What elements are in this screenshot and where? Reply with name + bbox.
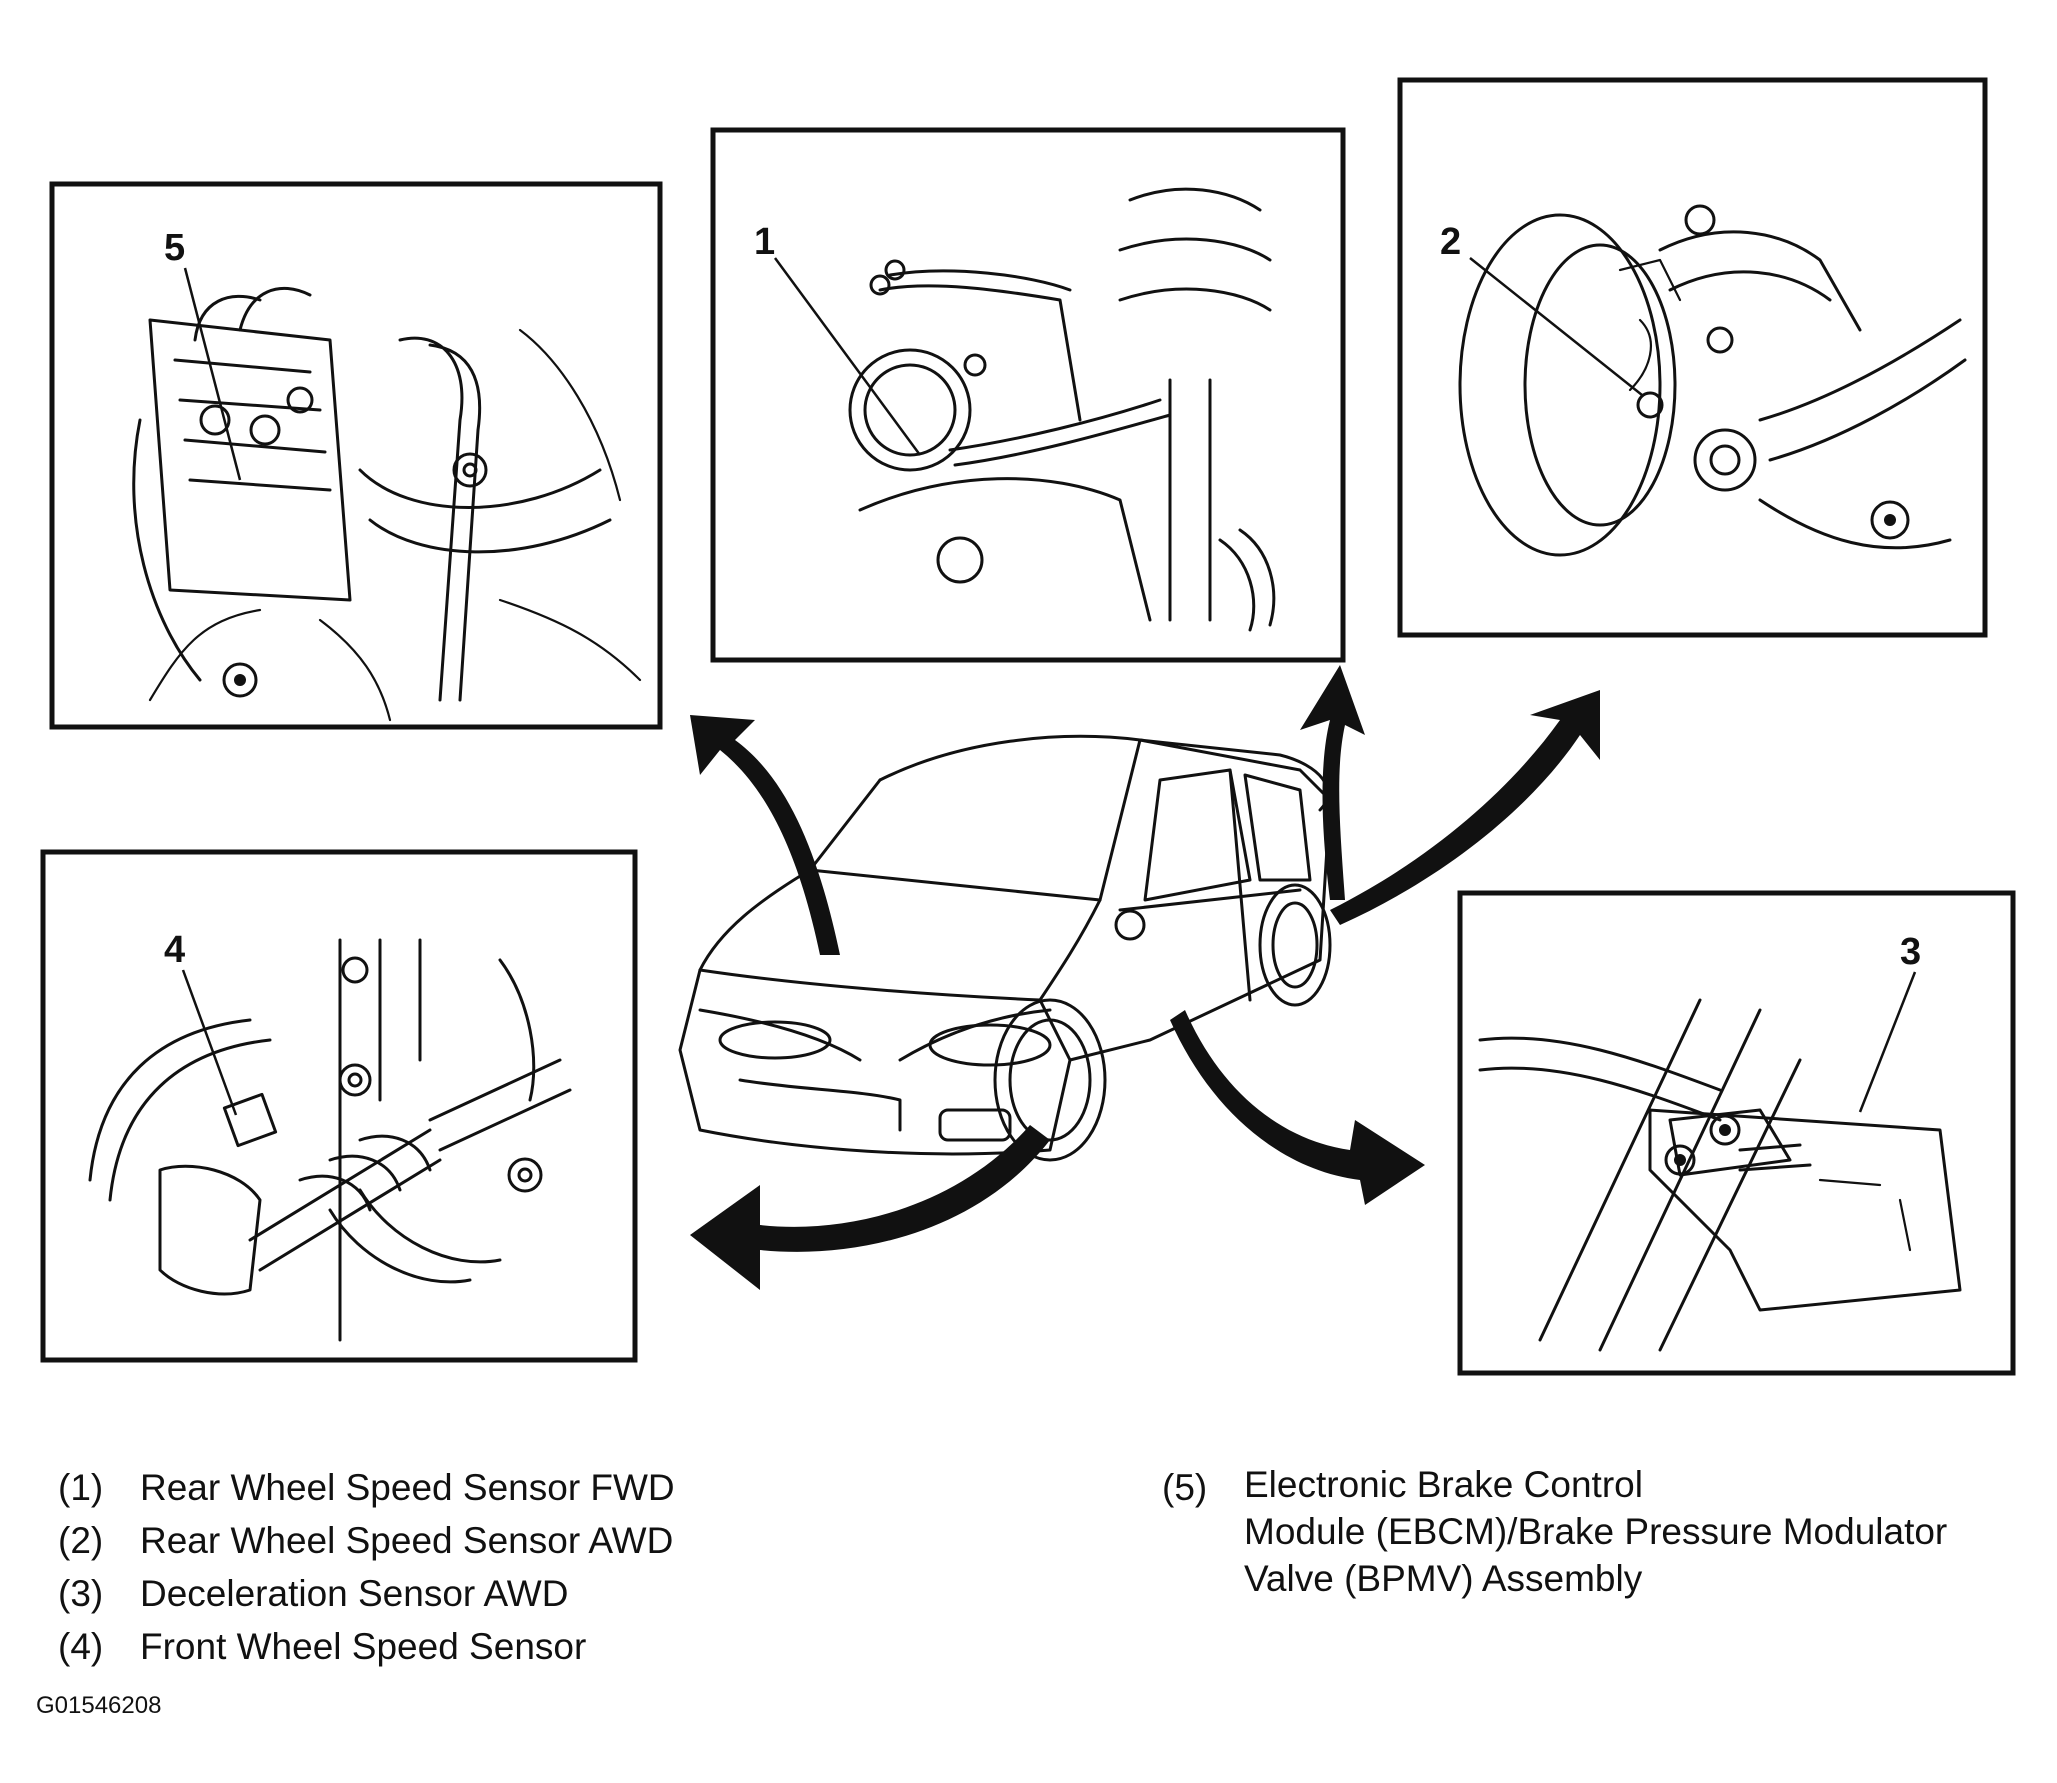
legend-right-column: (5) Electronic Brake Control Module (EBC… [1162, 1461, 1947, 1602]
legend-left-column: (1) Rear Wheel Speed Sensor FWD (2) Rear… [58, 1461, 675, 1673]
legend-code: (5) [1162, 1467, 1208, 1508]
legend-text: Front Wheel Speed Sensor [140, 1626, 587, 1667]
locator-arrows [690, 665, 1600, 1290]
callout-1: 1 [754, 221, 775, 263]
legend-code: (1) [58, 1467, 104, 1508]
legend-item-3: (3) Deceleration Sensor AWD [58, 1567, 675, 1620]
callout-4: 4 [164, 929, 185, 971]
awd-sensor-illustration [1458, 204, 1967, 557]
figure-id: G01546208 [36, 1692, 162, 1719]
legend-text-line: Module (EBCM)/Brake Pressure Modulator [1244, 1511, 1948, 1552]
legend-code: (2) [58, 1520, 104, 1561]
panel-ebcm-bpmv: 5 [49, 181, 663, 730]
decel-sensor-illustration [1478, 998, 1962, 1352]
legend-text-multiline: Electronic Brake Control Module (EBCM)/B… [1244, 1461, 1947, 1602]
legend-text-line: Valve (BPMV) Assembly [1244, 1558, 1643, 1599]
panel-rear-sensor-awd: 2 [1397, 77, 1988, 638]
legend-item-5: (5) Electronic Brake Control Module (EBC… [1162, 1461, 1947, 1602]
component-locator-diagram: 5 1 [40, 77, 2016, 1376]
legend-text: Rear Wheel Speed Sensor FWD [140, 1467, 675, 1508]
legend-text-line: Electronic Brake Control [1244, 1464, 1643, 1505]
legend-text: Rear Wheel Speed Sensor AWD [140, 1520, 674, 1561]
callout-5: 5 [164, 227, 185, 269]
legend-code: (4) [58, 1626, 104, 1667]
front-sensor-illustration [88, 938, 572, 1342]
legend-item-4: (4) Front Wheel Speed Sensor [58, 1620, 675, 1673]
legend-code: (3) [58, 1573, 104, 1614]
panel-front-sensor: 4 [40, 849, 638, 1363]
legend-item-2: (2) Rear Wheel Speed Sensor AWD [58, 1514, 675, 1567]
callout-3: 3 [1900, 931, 1921, 973]
ebcm-illustration [132, 286, 642, 722]
legend-text: Deceleration Sensor AWD [140, 1573, 569, 1614]
panel-decel-sensor: 3 [1457, 890, 2016, 1376]
fwd-sensor-illustration [848, 187, 1276, 632]
panel-rear-sensor-fwd: 1 [710, 127, 1346, 663]
legend-item-1: (1) Rear Wheel Speed Sensor FWD [58, 1461, 675, 1514]
callout-2: 2 [1440, 221, 1461, 263]
